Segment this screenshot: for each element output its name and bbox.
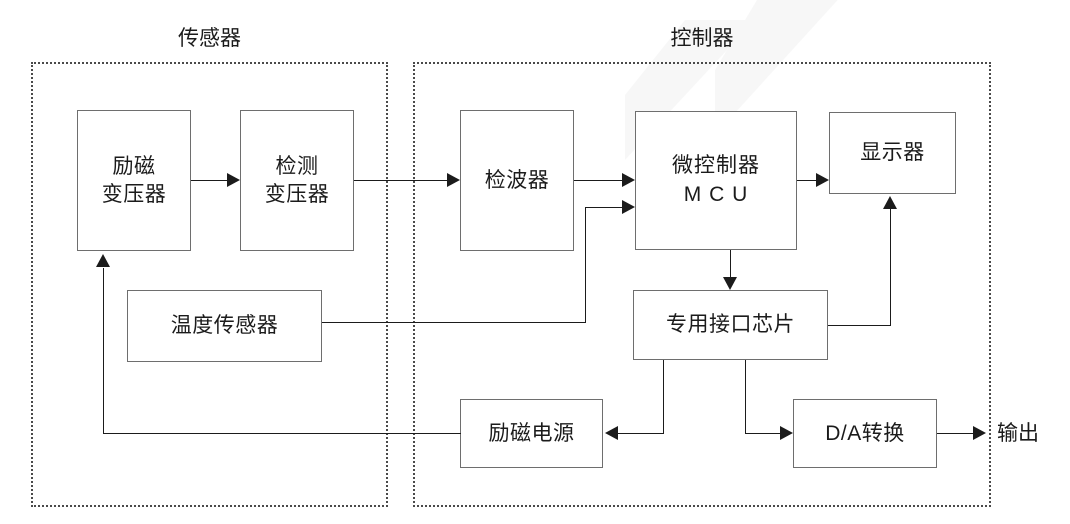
group-title-controller: 控制器 [670, 27, 734, 50]
arrowhead-interface-to-da [780, 426, 793, 440]
connector-temperature-to-mcu-horizontal [322, 322, 586, 323]
arrowhead-mcu-to-display [816, 173, 829, 187]
arrowhead-excitation-to-detection [227, 173, 240, 187]
connector-detection-to-detector [354, 180, 447, 181]
connector-interface-to-power-vertical [663, 360, 664, 433]
block-excitation-power[interactable]: 励磁电源 [460, 399, 603, 468]
connector-detector-to-mcu [574, 180, 622, 181]
arrowhead-power-to-excitation [96, 254, 110, 267]
arrowhead-detection-to-detector [447, 173, 460, 187]
block-detector[interactable]: 检波器 [460, 110, 574, 251]
group-frame-sensor [31, 62, 388, 507]
arrowhead-temperature-to-mcu [622, 200, 635, 214]
connector-da-to-output [937, 433, 973, 434]
group-title-sensor: 传感器 [178, 27, 241, 50]
connector-interface-to-display-vertical [890, 209, 891, 325]
connector-excitation-to-detection [191, 180, 227, 181]
connector-power-to-excitation-vertical [103, 268, 104, 434]
block-da-converter[interactable]: D/A转换 [793, 399, 937, 468]
arrowhead-da-to-output [973, 426, 986, 440]
group-frame-controller [413, 62, 991, 507]
label-output: 输出 [997, 422, 1039, 445]
connector-interface-to-power-horizontal [618, 433, 664, 434]
connector-temperature-to-mcu-entry [585, 207, 622, 208]
connector-mcu-to-display [797, 180, 816, 181]
connector-interface-to-display-horizontal [828, 325, 891, 326]
arrowhead-detector-to-mcu [622, 173, 635, 187]
connector-power-to-excitation-horizontal [103, 433, 461, 434]
block-detection-transformer[interactable]: 检测 变压器 [240, 110, 354, 251]
connector-temperature-to-mcu-vertical [585, 207, 586, 323]
connector-interface-to-da-vertical [745, 360, 746, 433]
block-temperature-sensor[interactable]: 温度传感器 [127, 290, 322, 362]
block-interface-chip[interactable]: 专用接口芯片 [633, 290, 828, 360]
arrowhead-interface-to-power [605, 426, 618, 440]
block-excitation-transformer[interactable]: 励磁 变压器 [77, 110, 191, 251]
connector-mcu-to-interface-chip [730, 250, 731, 277]
block-mcu[interactable]: 微控制器 M C U [635, 111, 797, 250]
arrowhead-interface-to-display [883, 196, 897, 209]
connector-interface-to-da-horizontal [745, 433, 780, 434]
arrowhead-mcu-to-interface-chip [723, 277, 737, 290]
block-display[interactable]: 显示器 [829, 112, 956, 194]
